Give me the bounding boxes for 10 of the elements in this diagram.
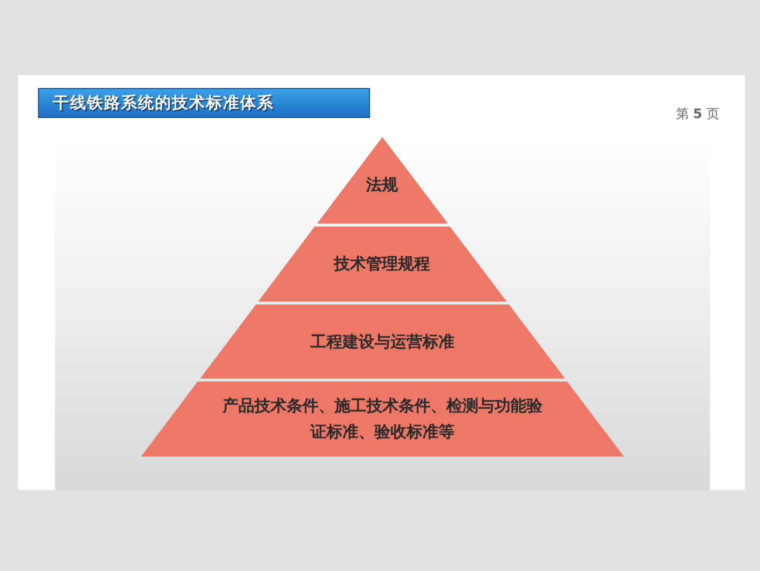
pyramid-top-triangle bbox=[316, 137, 449, 225]
pyramid-layer bbox=[198, 303, 566, 380]
layer-label: 产品技术条件、施工技术条件、检测与功能验证标准、验收标准等 bbox=[222, 395, 542, 443]
page-number: 第 5 页 bbox=[676, 106, 720, 123]
layer-label: 技术管理规程 bbox=[332, 253, 432, 275]
pyramid-layer bbox=[256, 225, 508, 303]
layer-label: 工程建设与运营标准 bbox=[309, 330, 456, 352]
layer-label: 法规 bbox=[365, 174, 400, 196]
title-bar: 干线铁路系统的技术标准体系 bbox=[38, 88, 370, 118]
pyramid-layer bbox=[140, 380, 625, 458]
